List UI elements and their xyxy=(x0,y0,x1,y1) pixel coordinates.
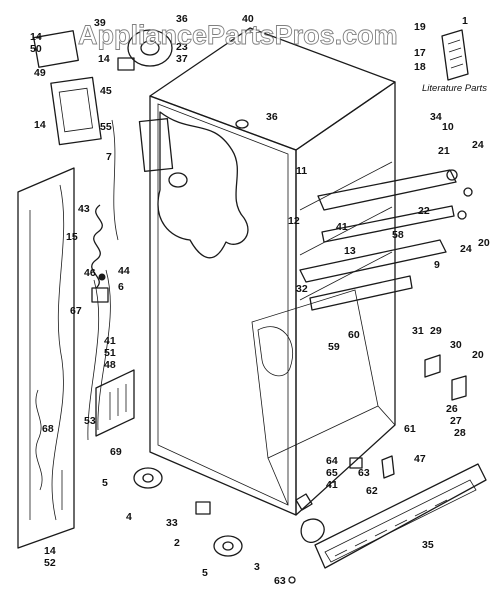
callout-5: 5 xyxy=(202,567,208,579)
callout-47: 47 xyxy=(414,453,426,465)
callout-52: 52 xyxy=(44,557,56,569)
callout-13: 13 xyxy=(344,245,356,257)
callout-40: 40 xyxy=(242,13,254,25)
callout-27: 27 xyxy=(450,415,462,427)
callout-45: 45 xyxy=(100,85,112,97)
callout-9: 9 xyxy=(434,259,440,271)
callout-67: 67 xyxy=(70,305,82,317)
callout-2: 2 xyxy=(174,537,180,549)
callout-55: 55 xyxy=(100,121,112,133)
callout-20: 20 xyxy=(472,349,484,361)
callout-14: 14 xyxy=(34,119,46,131)
callout-44: 44 xyxy=(118,265,130,277)
callout-62: 62 xyxy=(366,485,378,497)
callout-15: 15 xyxy=(66,231,78,243)
callout-17: 17 xyxy=(414,47,426,59)
callout-28: 28 xyxy=(454,427,466,439)
side-panel xyxy=(17,167,75,549)
callout-64: 64 xyxy=(326,455,338,467)
callout-68: 68 xyxy=(42,423,54,435)
callout-63: 63 xyxy=(274,575,286,587)
callout-10: 10 xyxy=(442,121,454,133)
callout-39: 39 xyxy=(94,17,106,29)
callout-32: 32 xyxy=(296,283,308,295)
callout-23: 23 xyxy=(176,41,188,53)
callout-61: 61 xyxy=(404,423,416,435)
callout-69: 69 xyxy=(110,446,122,458)
callout-30: 30 xyxy=(450,339,462,351)
callout-19: 19 xyxy=(414,21,426,33)
callout-24: 24 xyxy=(460,243,472,255)
callout-20: 20 xyxy=(478,237,490,249)
callout-6: 6 xyxy=(118,281,124,293)
callout-53: 53 xyxy=(84,415,96,427)
callout-12: 12 xyxy=(288,215,300,227)
literature-parts-label: Literature Parts xyxy=(422,83,487,94)
callout-14: 14 xyxy=(30,31,42,43)
cabinet xyxy=(149,27,396,516)
callout-24: 24 xyxy=(472,139,484,151)
callout-18: 18 xyxy=(414,61,426,73)
callout-41: 41 xyxy=(326,479,338,491)
callout-46: 46 xyxy=(84,267,96,279)
callout-33: 33 xyxy=(166,517,178,529)
control-parts xyxy=(33,29,188,188)
wiring-harness xyxy=(87,119,119,441)
callout-65: 65 xyxy=(326,467,338,479)
callout-51: 51 xyxy=(104,347,116,359)
literature-parts-card: Literature Parts 1 xyxy=(422,15,487,94)
callout-5: 5 xyxy=(102,477,108,489)
callout-21: 21 xyxy=(438,145,450,157)
callout-31: 31 xyxy=(412,325,424,337)
callout-50: 50 xyxy=(30,43,42,55)
callout-3: 3 xyxy=(254,561,260,573)
callout-26: 26 xyxy=(446,403,458,415)
callout-35: 35 xyxy=(422,539,434,551)
callout-22: 22 xyxy=(418,205,430,217)
callout-36: 36 xyxy=(176,13,188,25)
small-parts xyxy=(195,119,325,584)
callout-7: 7 xyxy=(106,151,112,163)
callout-4: 4 xyxy=(126,511,132,523)
base-grille xyxy=(314,455,487,569)
watermark: AppliancePartsPros.com xyxy=(78,20,398,50)
callout-41: 41 xyxy=(336,221,348,233)
callout-63: 63 xyxy=(358,467,370,479)
callout-49: 49 xyxy=(34,67,46,79)
right-brackets xyxy=(299,169,473,401)
callout-41: 41 xyxy=(104,335,116,347)
callout-14: 14 xyxy=(98,53,110,65)
lower-grille-bracket xyxy=(95,369,163,489)
callout-58: 58 xyxy=(392,229,404,241)
callout-29: 29 xyxy=(430,325,442,337)
callout-14: 14 xyxy=(44,545,56,557)
literature-callout: 1 xyxy=(462,15,468,27)
callout-60: 60 xyxy=(348,329,360,341)
callout-11: 11 xyxy=(296,165,307,177)
callout-48: 48 xyxy=(104,359,116,371)
callout-59: 59 xyxy=(328,341,340,353)
callout-37: 37 xyxy=(176,53,188,65)
callout-43: 43 xyxy=(78,203,90,215)
callout-34: 34 xyxy=(430,111,442,123)
callout-36: 36 xyxy=(266,111,278,123)
